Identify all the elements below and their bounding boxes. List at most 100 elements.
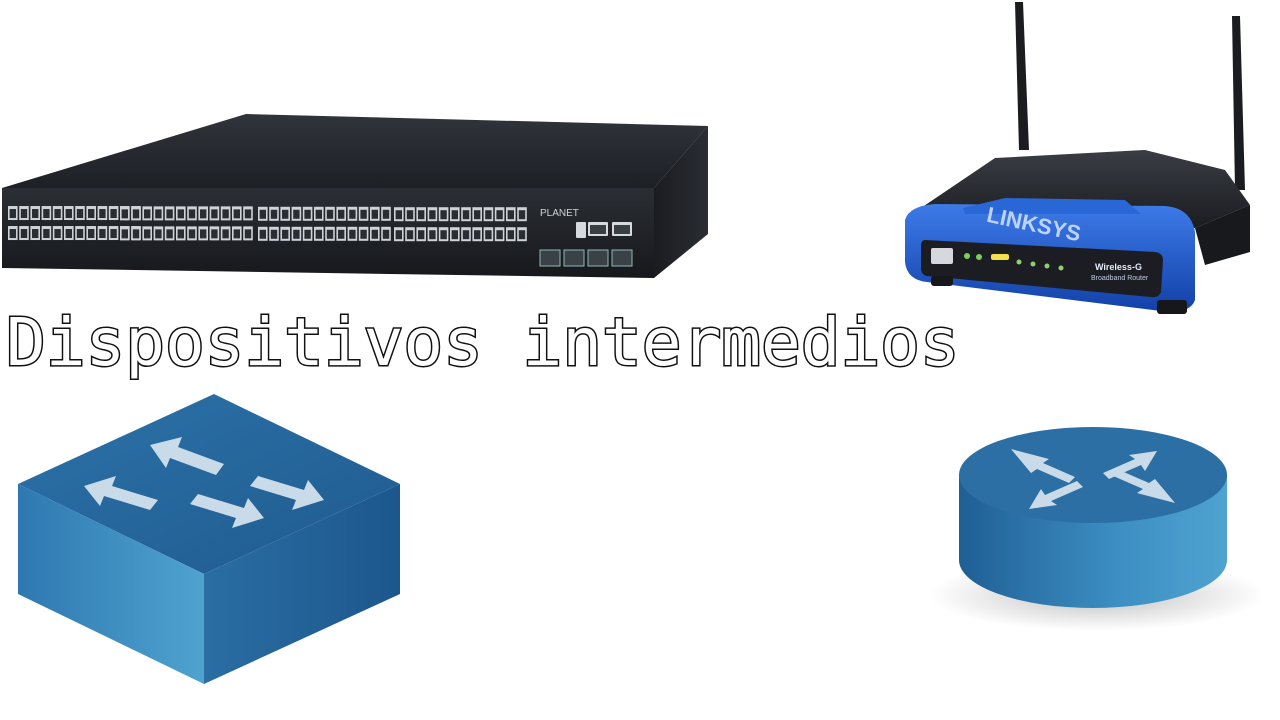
ethernet-port-socket xyxy=(43,229,50,239)
ethernet-port-socket xyxy=(418,210,425,220)
ethernet-port-socket xyxy=(54,229,61,239)
ethernet-port-socket xyxy=(462,230,470,240)
router-subtitle: Broadband Router xyxy=(1091,275,1149,282)
ethernet-port-socket xyxy=(429,230,436,240)
ethernet-port-socket xyxy=(259,209,266,219)
ethernet-port-socket xyxy=(304,229,311,239)
ethernet-port-socket xyxy=(166,229,173,239)
ethernet-port-socket xyxy=(99,229,106,239)
ethernet-port-socket xyxy=(270,209,278,219)
ethernet-port-socket xyxy=(395,230,402,240)
ethernet-port-socket xyxy=(406,230,414,240)
ethernet-port-socket xyxy=(518,210,526,220)
ethernet-port-socket xyxy=(440,230,447,240)
ethernet-port-socket xyxy=(315,229,322,239)
ethernet-port-socket xyxy=(76,229,84,239)
ethernet-port-socket xyxy=(9,229,16,239)
ethernet-port-socket xyxy=(371,229,378,239)
sfp-slot xyxy=(563,249,585,267)
ethernet-port-socket xyxy=(507,230,514,240)
ethernet-port-socket xyxy=(270,229,278,239)
ethernet-port-socket xyxy=(233,229,240,239)
ethernet-port-socket xyxy=(293,229,300,239)
ethernet-port-socket xyxy=(211,229,218,239)
ethernet-port-socket xyxy=(222,209,229,219)
ethernet-port-socket xyxy=(32,229,39,239)
switch-brand-logo: PLANET xyxy=(540,208,579,219)
ethernet-port-socket xyxy=(462,210,470,220)
ethernet-port-socket xyxy=(349,229,356,239)
ethernet-port-socket xyxy=(382,229,390,239)
ethernet-port-socket xyxy=(429,210,436,220)
sfp-slot xyxy=(539,249,561,267)
ethernet-port-socket xyxy=(233,209,240,219)
ethernet-port-socket xyxy=(395,210,402,220)
ethernet-port-socket xyxy=(20,209,28,219)
ethernet-port-socket xyxy=(338,229,345,239)
ethernet-port-socket xyxy=(166,209,173,219)
wireless-router-photo: LINKSYS Wireless-G Broadband Router xyxy=(905,2,1250,314)
ethernet-port-socket xyxy=(326,209,334,219)
ethernet-port-socket xyxy=(110,229,117,239)
ethernet-port-socket xyxy=(507,210,514,220)
ethernet-port-socket xyxy=(474,230,481,240)
ethernet-port-socket xyxy=(474,210,481,220)
ethernet-port-socket xyxy=(222,229,229,239)
ethernet-port-socket xyxy=(188,209,196,219)
ethernet-port-socket xyxy=(496,230,503,240)
ethernet-port-socket xyxy=(282,209,289,219)
ethernet-port-socket xyxy=(360,229,367,239)
ethernet-port-socket xyxy=(326,229,334,239)
ethernet-port-socket xyxy=(496,210,503,220)
ethernet-port-socket xyxy=(121,229,128,239)
ethernet-port-socket xyxy=(485,210,492,220)
ethernet-port-socket xyxy=(144,229,151,239)
ethernet-port-socket xyxy=(200,209,207,219)
ethernet-port-socket xyxy=(110,209,117,219)
ethernet-port-socket xyxy=(418,230,425,240)
ethernet-port-socket xyxy=(177,209,184,219)
router-symbol-icon xyxy=(929,427,1265,631)
ethernet-port-socket xyxy=(211,209,218,219)
ethernet-port-socket xyxy=(65,229,72,239)
ethernet-port-socket xyxy=(349,209,356,219)
ethernet-port-socket xyxy=(88,209,95,219)
ethernet-port-socket xyxy=(144,209,151,219)
ethernet-port-socket xyxy=(304,209,311,219)
ethernet-port-socket xyxy=(518,230,526,240)
ethernet-port-socket xyxy=(43,209,50,219)
ethernet-port-socket xyxy=(315,209,322,219)
ethernet-port-socket xyxy=(99,209,106,219)
ethernet-port-socket xyxy=(451,230,458,240)
ethernet-port-socket xyxy=(132,209,140,219)
ethernet-port-socket xyxy=(20,229,28,239)
ethernet-port-socket xyxy=(200,229,207,239)
ethernet-port-socket xyxy=(121,209,128,219)
network-switch-photo: PLANET xyxy=(2,114,708,278)
ethernet-port-socket xyxy=(485,230,492,240)
ethernet-port-socket xyxy=(440,210,447,220)
switch-symbol-icon xyxy=(18,394,400,684)
ethernet-port-socket xyxy=(371,209,378,219)
ethernet-port-socket xyxy=(406,210,414,220)
ethernet-port-socket xyxy=(132,229,140,239)
ethernet-port-socket xyxy=(360,209,367,219)
ethernet-port-socket xyxy=(451,210,458,220)
ethernet-port-socket xyxy=(382,209,390,219)
ethernet-port-socket xyxy=(155,229,162,239)
page-title: Dispositivos intermedios xyxy=(5,304,962,381)
router-model: Wireless-G xyxy=(1095,262,1142,272)
ethernet-port-socket xyxy=(32,209,39,219)
ethernet-port-socket xyxy=(282,229,289,239)
ethernet-port-socket xyxy=(54,209,61,219)
ethernet-port-socket xyxy=(155,209,162,219)
ethernet-port-socket xyxy=(293,209,300,219)
sfp-slot xyxy=(611,249,633,267)
ethernet-port-socket xyxy=(65,209,72,219)
ethernet-port-socket xyxy=(9,209,16,219)
sfp-slot xyxy=(587,249,609,267)
ethernet-port-socket xyxy=(88,229,95,239)
ethernet-port-socket xyxy=(244,209,252,219)
ethernet-port-socket xyxy=(188,229,196,239)
ethernet-port-socket xyxy=(338,209,345,219)
